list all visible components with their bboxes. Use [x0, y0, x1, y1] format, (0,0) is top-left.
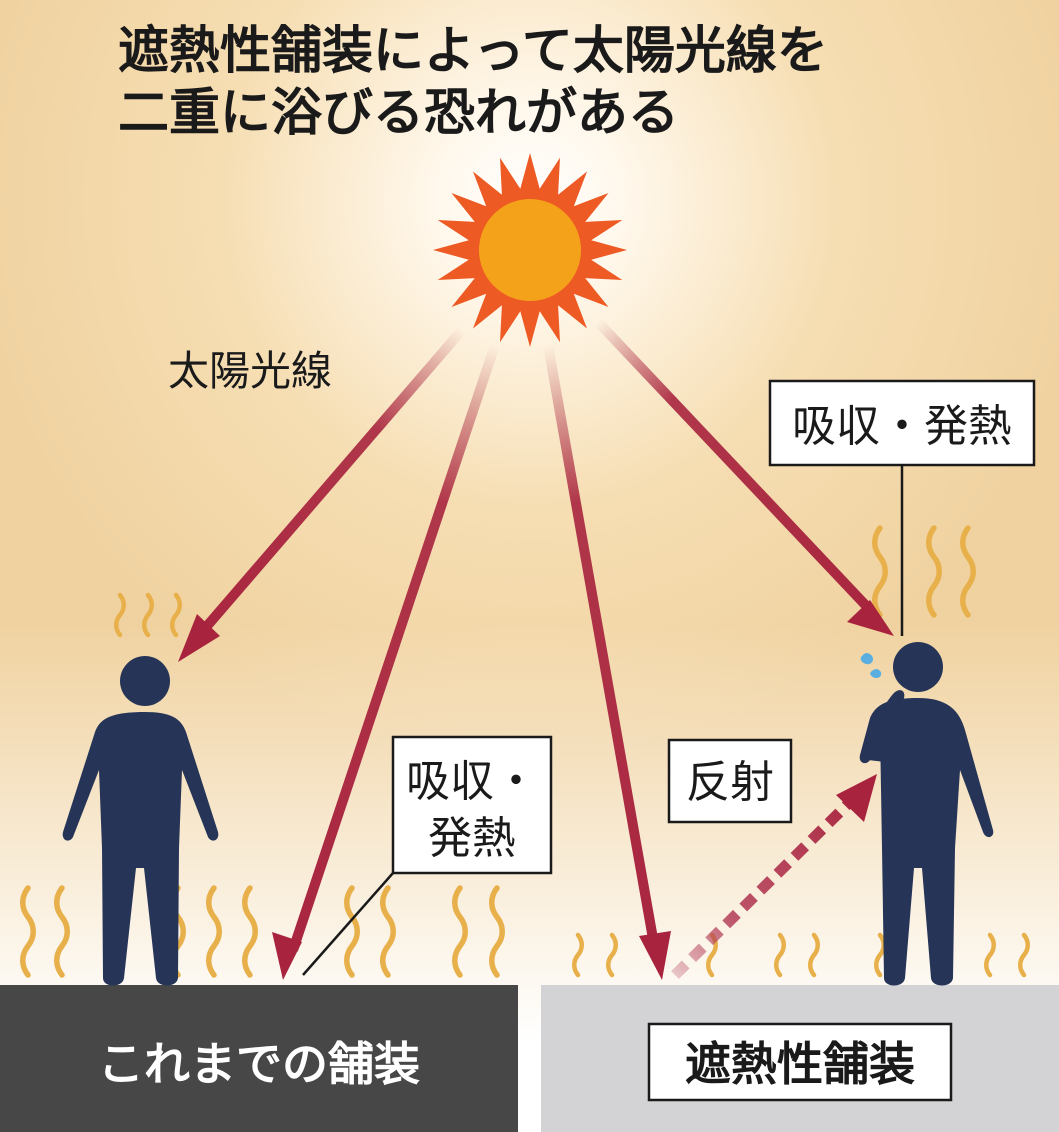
arrow-to-heat-shield-pavement	[543, 344, 660, 951]
sun-core	[479, 199, 581, 301]
absorb-heat-label-right: 吸収・発熱	[792, 401, 1012, 452]
absorb-heat-label-left-line-1: 吸収・	[406, 756, 538, 807]
arrowhead-heat-shield-pavement	[639, 931, 671, 980]
reflect-label: 反射	[686, 757, 774, 808]
callout-absorb-left: 吸収・ 発熱	[391, 735, 553, 875]
sun-icon	[433, 153, 627, 347]
heat-shield-pavement-label: 遮熱性舗装	[685, 1037, 915, 1091]
reflection-arrow	[671, 796, 856, 979]
absorb-heat-label-left-line-2: 発熱	[428, 813, 516, 864]
sweat-drops-icon	[860, 653, 882, 679]
title-line-1: 遮熱性舗装によって太陽光線を	[118, 22, 828, 81]
sunlight-arrows	[178, 318, 894, 980]
arrowhead-right-person	[847, 600, 894, 636]
reflection-arrowhead	[836, 774, 877, 822]
title-line-2: 二重に浴びる恐れがある	[118, 84, 679, 143]
conventional-pavement-label: これまでの舗装	[98, 1037, 420, 1091]
arrowhead-left-person	[178, 614, 220, 662]
sunlight-label: 太陽光線	[168, 347, 332, 395]
callout-reflect: 反射	[667, 738, 793, 824]
person-right-icon	[859, 642, 994, 986]
person-left-icon	[62, 656, 219, 986]
arrow-to-conventional-pavement	[288, 343, 500, 952]
arrow-to-left-person	[191, 326, 466, 644]
heat-shield-pavement-label-box	[647, 1022, 953, 1102]
arrow-to-right-person	[594, 318, 876, 616]
callout-absorb-right: 吸収・発熱	[768, 379, 1036, 467]
conventional-pavement	[0, 985, 518, 1132]
arrowhead-conventional-pavement	[272, 932, 302, 980]
callout-leader-left	[302, 872, 394, 976]
